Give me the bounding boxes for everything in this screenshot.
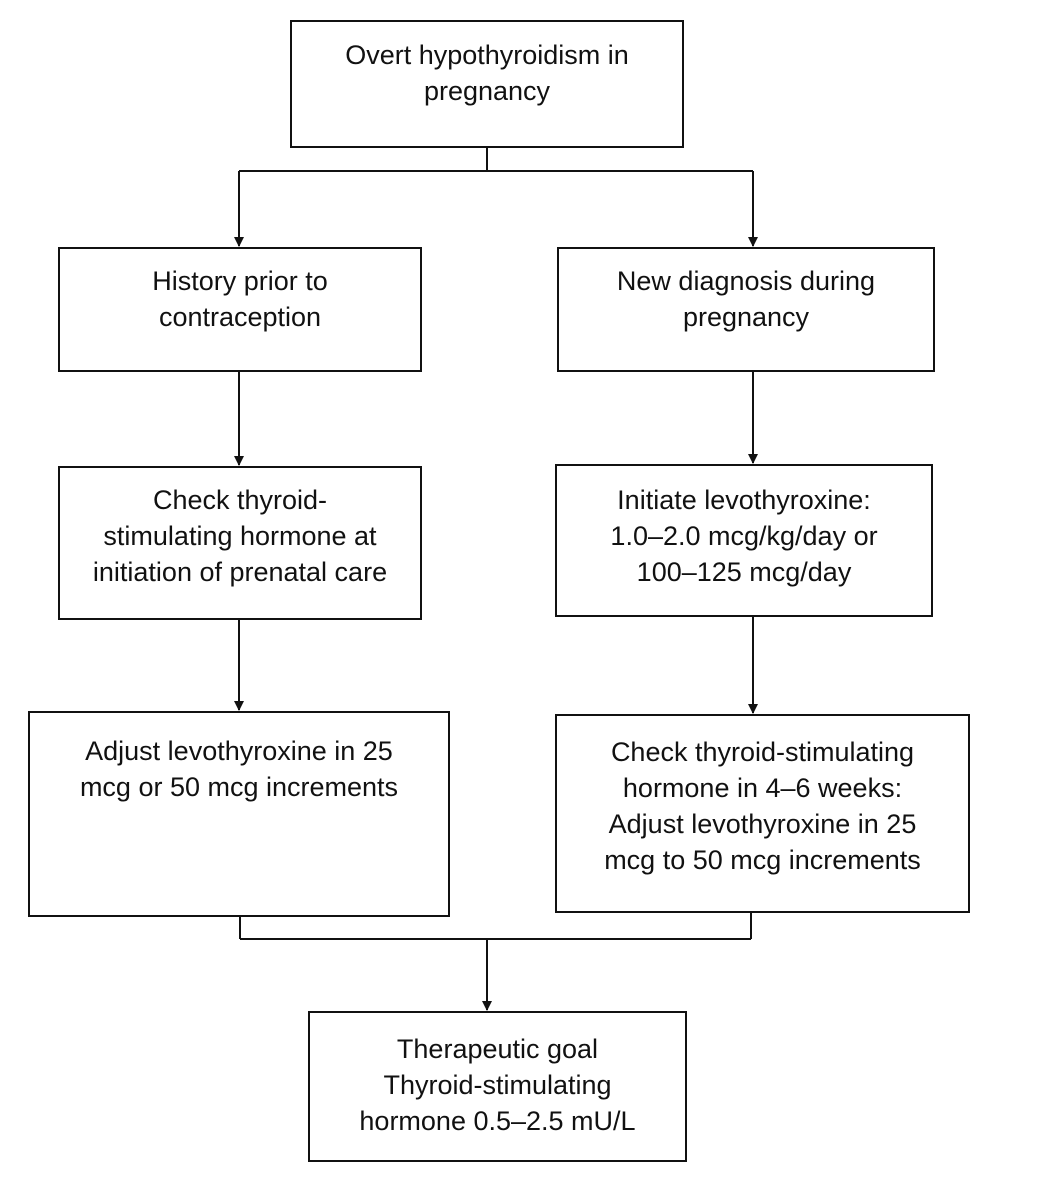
node-text-line: History prior to — [152, 266, 328, 296]
node-text-line: mcg to 50 mcg increments — [604, 845, 921, 875]
node-text-line: mcg or 50 mcg increments — [79, 772, 399, 802]
node-text-line: 1.0–2.0 mcg/kg/day or — [610, 521, 878, 551]
node-text-line: Adjust levothyroxine in 25 — [85, 736, 393, 766]
node-initiate-levothyroxine: Initiate levothyroxine: 1.0–2.0 mcg/kg/d… — [555, 464, 933, 617]
node-text-line: Check thyroid- — [152, 485, 328, 515]
node-text-line: contraception — [158, 302, 322, 332]
node-text-line: pregnancy — [423, 76, 551, 106]
node-overt-hypothyroidism: Overt hypothyroidism in pregnancy — [290, 20, 684, 148]
node-text-line: Adjust levothyroxine in 25 — [608, 809, 917, 839]
node-text-line: Check thyroid-stimulating — [610, 737, 915, 767]
node-new-diagnosis: New diagnosis during pregnancy — [557, 247, 935, 372]
node-text-line: pregnancy — [682, 302, 810, 332]
node-therapeutic-goal: Therapeutic goal Thyroid-stimulating hor… — [308, 1011, 687, 1162]
node-text-line: Initiate levothyroxine: — [617, 485, 871, 515]
node-text-line: New diagnosis during — [616, 266, 876, 296]
node-text-line: Overt hypothyroidism in — [345, 40, 629, 70]
node-text-line: initiation of prenatal care — [92, 557, 388, 587]
node-adjust-levothyroxine: Adjust levothyroxine in 25 mcg or 50 mcg… — [28, 711, 450, 917]
node-text-line: 100–125 mcg/day — [636, 557, 852, 587]
node-text-line: Therapeutic goal — [396, 1034, 599, 1064]
node-text-line: hormone in 4–6 weeks: — [622, 773, 903, 803]
node-check-tsh-prenatal: Check thyroid- stimulating hormone at in… — [58, 466, 422, 620]
node-text-line: Thyroid-stimulating — [383, 1070, 612, 1100]
node-check-tsh-weeks: Check thyroid-stimulating hormone in 4–6… — [555, 714, 970, 913]
node-history-prior: History prior to contraception — [58, 247, 422, 372]
node-text-line: hormone 0.5–2.5 mU/L — [359, 1106, 636, 1136]
node-text-line: stimulating hormone at — [103, 521, 377, 551]
